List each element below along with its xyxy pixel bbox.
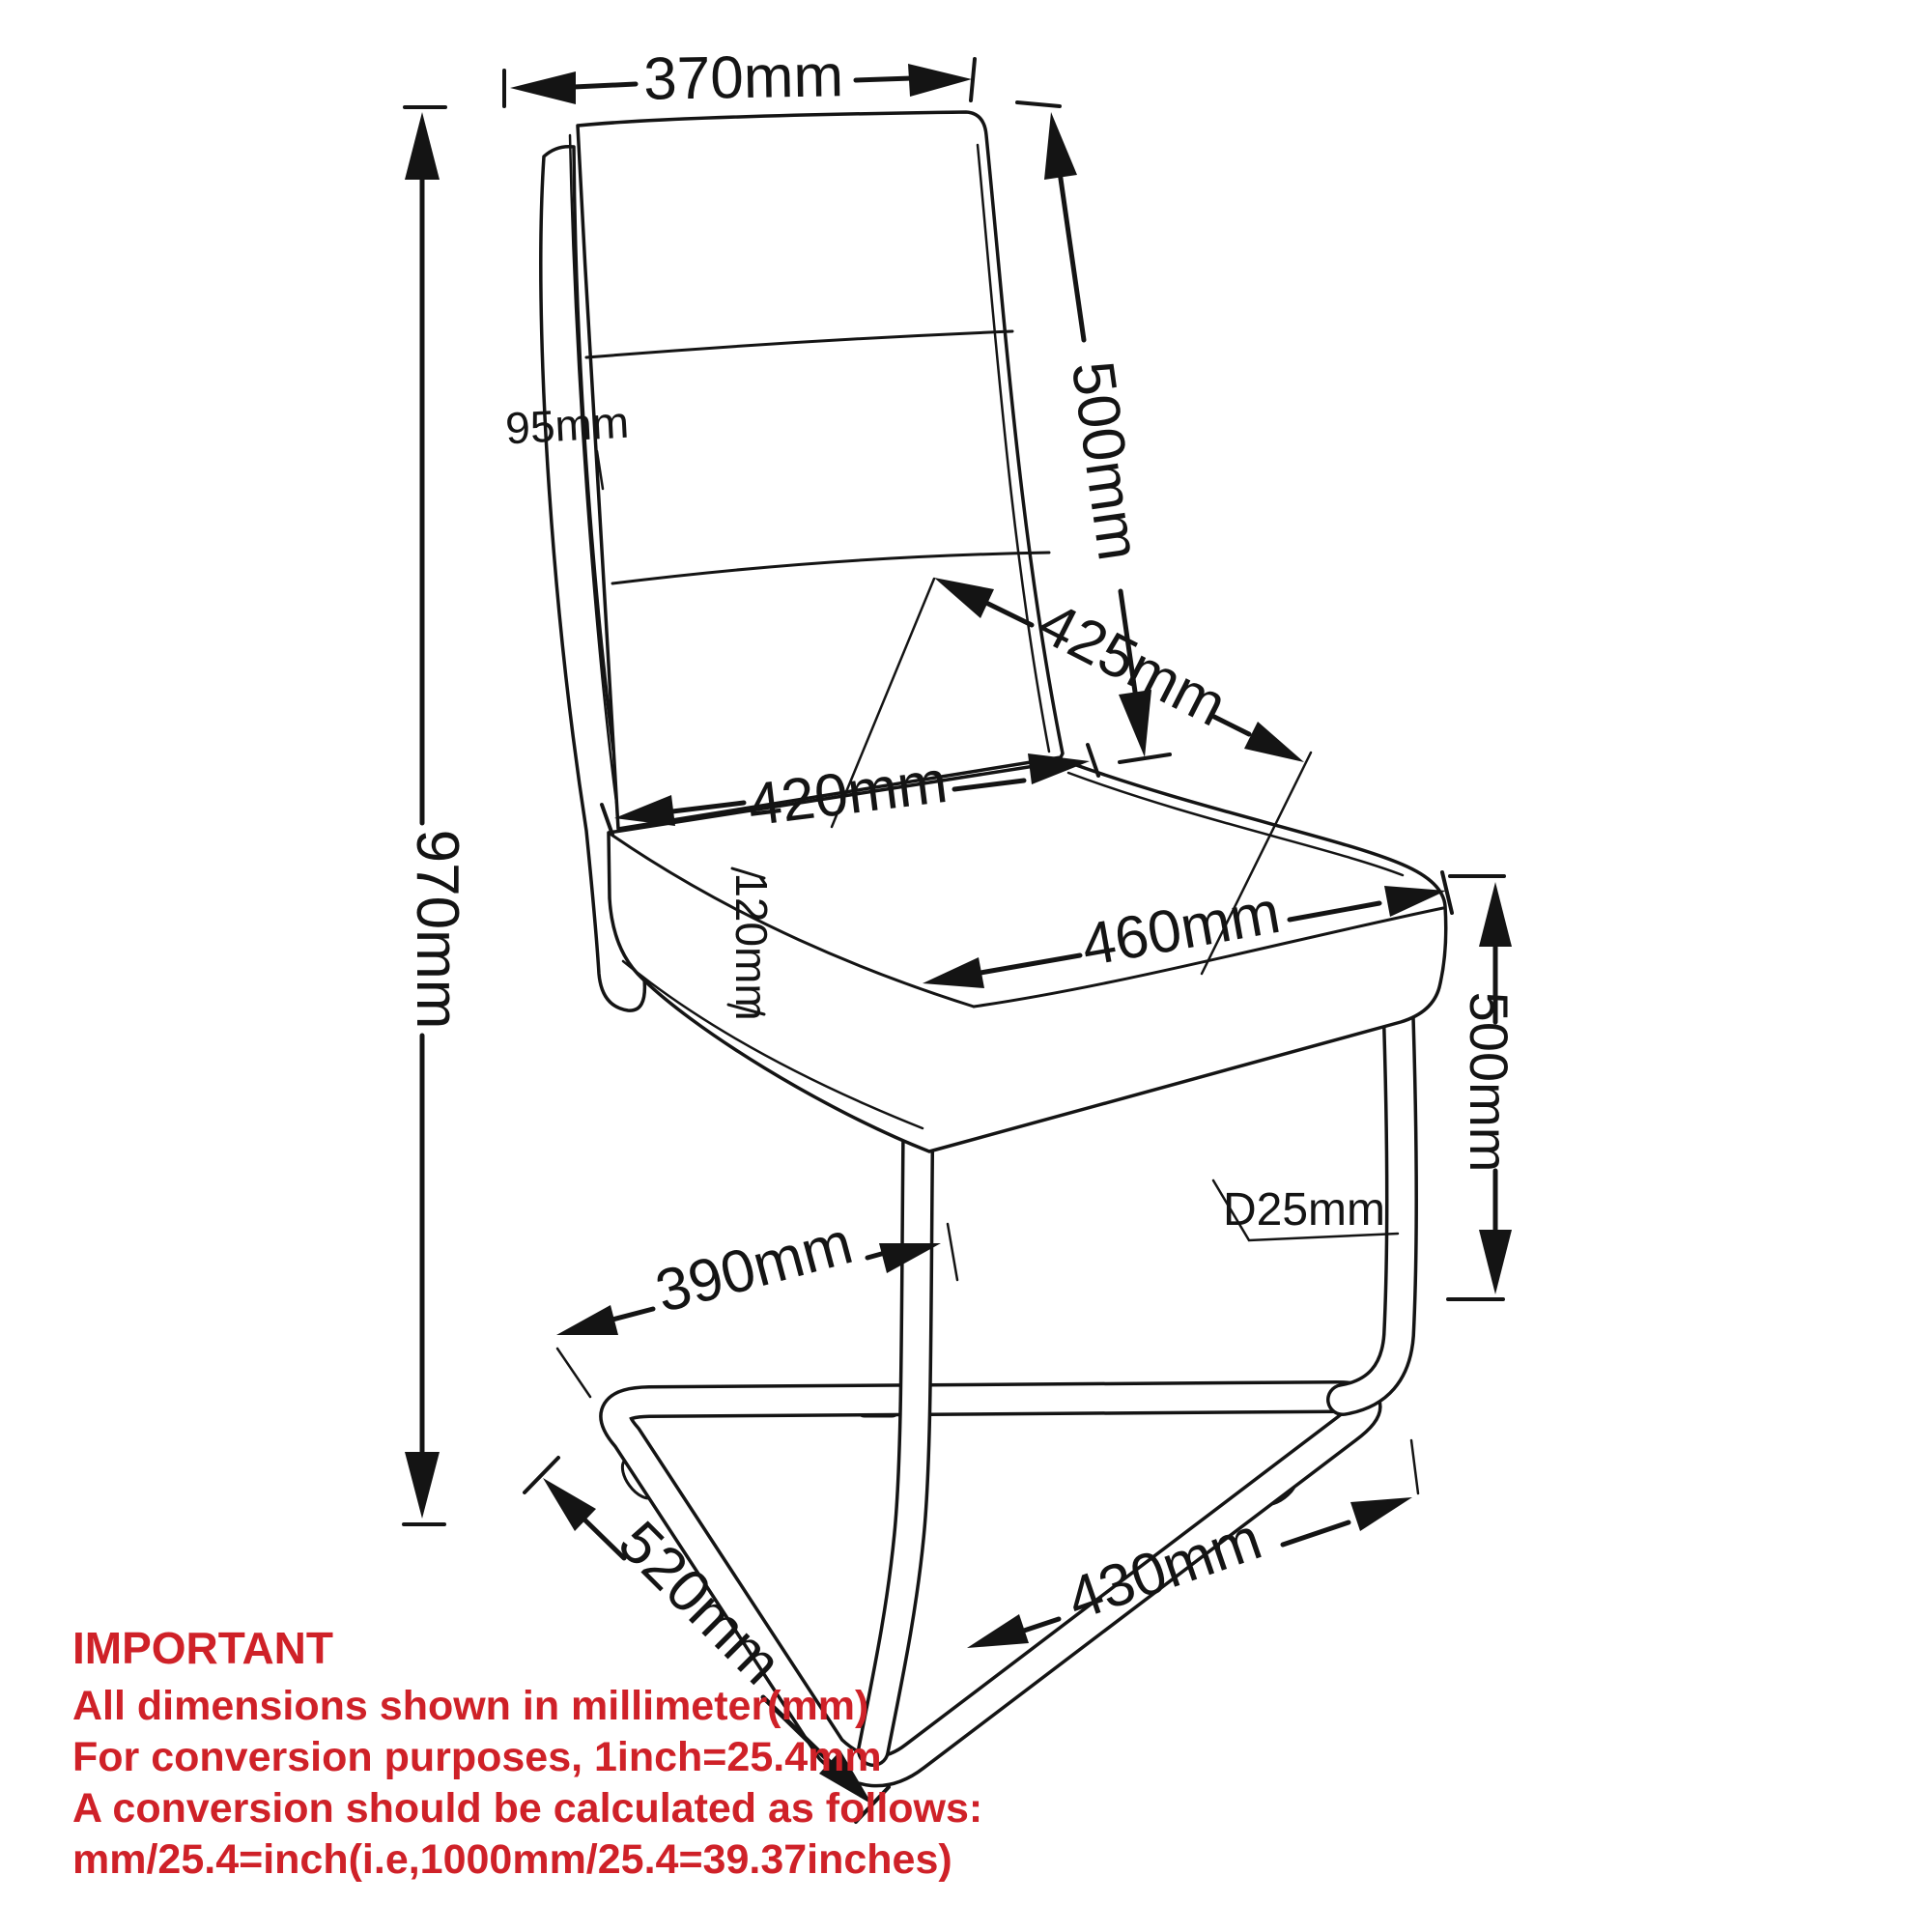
- arrowhead-down-icon: [405, 1452, 440, 1519]
- dim-line: [1057, 169, 1087, 343]
- dim-tick: [1086, 743, 1100, 778]
- dim-line: [1280, 1520, 1351, 1548]
- dim-seat-height: 500mm: [1446, 874, 1520, 1301]
- dim-base-back-width: 430mm: [967, 1438, 1420, 1648]
- dim-line: [610, 1306, 656, 1322]
- backrest-lamination-line: [568, 133, 621, 826]
- backrest-pad-side-line: [976, 143, 1051, 753]
- important-notes: IMPORTANT All dimensions shown in millim…: [72, 1623, 982, 1883]
- leader-line: [595, 449, 605, 491]
- notes-line: mm/25.4=inch(i.e,1000mm/25.4=39.37inches…: [72, 1836, 952, 1883]
- extension-line: [1200, 751, 1313, 976]
- dim-seat-height-label: 500mm: [1459, 992, 1520, 1173]
- arrowhead-up-icon: [405, 112, 440, 180]
- dim-back-width-label: 370mm: [643, 43, 844, 113]
- notes-line: A conversion should be calculated as fol…: [72, 1785, 982, 1832]
- dim-tick: [1118, 753, 1172, 764]
- arrowhead-downright-icon: [1244, 722, 1304, 762]
- extension-line: [555, 1347, 592, 1399]
- arrowhead-down-icon: [1479, 1230, 1512, 1294]
- dim-tick: [600, 803, 614, 837]
- arrowhead-left-icon: [510, 71, 576, 104]
- leader-line: [1211, 1179, 1400, 1242]
- notes-line: All dimensions shown in millimeter(mm): [72, 1683, 868, 1729]
- dim-back-width: 370mm: [502, 43, 977, 113]
- arrowhead-upleft-icon: [934, 578, 994, 618]
- seat-piping-right: [1066, 771, 1405, 877]
- dim-back-side-thickness: 95mm: [504, 397, 630, 491]
- dim-line: [853, 75, 915, 83]
- arrowhead-right-icon: [1028, 753, 1090, 784]
- dim-tick: [1440, 870, 1454, 915]
- backrest-pad: [576, 110, 1065, 831]
- arrowhead-right-icon: [908, 64, 972, 97]
- dim-line: [1118, 588, 1141, 715]
- arrowhead-upright-icon: [879, 1243, 941, 1273]
- dim-tick: [854, 1785, 891, 1824]
- dim-backrest-height-label: 500mm: [1059, 357, 1152, 564]
- backrest-stitch-line: [611, 551, 1051, 585]
- seat-top-left-edge: [607, 831, 976, 1009]
- dim-line: [1021, 1616, 1062, 1634]
- arrowhead-downleft-icon: [556, 1305, 618, 1335]
- dim-tick: [1015, 100, 1062, 108]
- seat-piping-left: [621, 959, 924, 1130]
- dim-tube-diameter: D25mm: [1211, 1179, 1400, 1242]
- dim-tick: [523, 1456, 560, 1494]
- arrowhead-upright-icon: [1350, 1497, 1412, 1531]
- dim-cushion-thickness-label: 120mm: [726, 872, 777, 1020]
- dim-back-side-label: 95mm: [504, 397, 630, 454]
- dim-base-back-width-label: 430mm: [1059, 1505, 1269, 1634]
- arrowhead-left-icon: [923, 957, 984, 988]
- arrowhead-up-icon: [1479, 882, 1512, 947]
- arrowhead-up-icon: [1044, 112, 1077, 180]
- dim-cushion-thickness: 120mm: [726, 867, 777, 1021]
- extension-line: [1409, 1438, 1420, 1495]
- dim-line: [571, 81, 639, 90]
- dim-line: [978, 952, 1083, 976]
- seat-cushion: [607, 759, 1448, 1153]
- arrowhead-down-icon: [1119, 690, 1151, 757]
- rear-tube-fill: [1329, 981, 1415, 1413]
- arrowhead-downleft-icon: [967, 1614, 1029, 1648]
- notes-heading: IMPORTANT: [72, 1623, 333, 1673]
- extension-line: [830, 577, 936, 829]
- backrest-stitch-line: [584, 329, 1014, 359]
- dim-base-front-width: 390mm: [555, 1209, 959, 1399]
- arrowhead-left-icon: [614, 795, 675, 826]
- chair-line-art: [539, 110, 1448, 1788]
- dim-line: [760, 1694, 834, 1766]
- dim-line: [983, 600, 1035, 628]
- dim-line: [669, 800, 747, 814]
- dim-line: [582, 1517, 627, 1561]
- dim-tick: [730, 867, 766, 880]
- dim-overall-height-label: 970mm: [404, 830, 470, 1030]
- front-tube-fill: [860, 1049, 932, 1764]
- extension-line: [946, 1222, 959, 1282]
- dim-overall-height: 970mm: [402, 105, 470, 1526]
- dim-line: [1287, 900, 1382, 923]
- dim-line: [1211, 714, 1252, 737]
- notes-line: For conversion purposes, 1inch=25.4mm: [72, 1734, 882, 1780]
- dim-tick: [726, 1003, 766, 1016]
- arrowhead-downright-icon: [819, 1750, 872, 1804]
- dim-line: [952, 778, 1027, 792]
- dim-base-front-width-label: 390mm: [649, 1209, 860, 1325]
- arrowhead-right-icon: [1384, 886, 1446, 917]
- dim-tick: [969, 57, 977, 102]
- dim-tube-diameter-label: D25mm: [1223, 1184, 1385, 1236]
